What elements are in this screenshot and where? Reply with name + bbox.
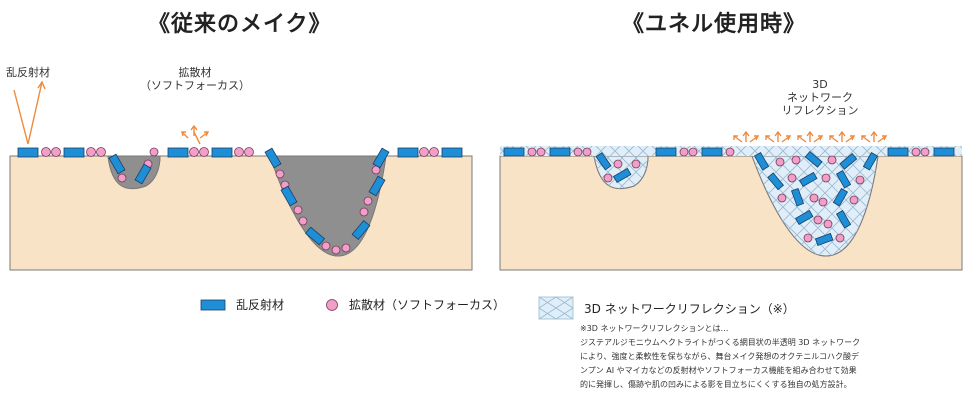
network-pattern-icon: [538, 296, 574, 320]
diffuser-label-line1: 拡散材: [140, 66, 250, 79]
scatter-particle-icon: [200, 299, 226, 311]
diffuser-particle: [200, 148, 209, 157]
diffuser-particle: [574, 148, 582, 156]
scatter-particle: [702, 148, 722, 156]
diffuser-particle: [850, 196, 858, 204]
diffuser-particle: [294, 206, 302, 214]
diffuser-particle: [776, 158, 784, 166]
title-right: 《ユネル使用時》: [622, 6, 806, 38]
diffuser-particle: [788, 174, 796, 182]
scatter-particle: [656, 148, 676, 156]
diffuser-particle: [912, 148, 920, 156]
legend-label-scatter: 乱反射材: [236, 296, 284, 313]
scatter-particle: [550, 148, 570, 156]
title-left: 《従来のメイク》: [148, 6, 332, 38]
diffuser-particle: [245, 148, 254, 157]
scatter-particle: [212, 148, 232, 157]
diffuser-particle: [778, 194, 786, 202]
diffuser-particle: [921, 148, 929, 156]
scatter-particle: [18, 148, 38, 157]
footnote-line: ジステアルジモニウムヘクトライトがつくる網目状の半透明 3D ネットワーク: [580, 336, 965, 350]
diffuser-label-line2: （ソフトフォーカス）: [140, 79, 250, 92]
scatter-particle: [64, 148, 84, 157]
diffuser-particle: [276, 170, 284, 178]
legend-item-scatter: 乱反射材: [200, 296, 284, 313]
diffuser-particle: [689, 148, 697, 156]
diffuser-particle: [604, 174, 612, 182]
scatter-particle: [398, 148, 418, 157]
skin-block: [10, 156, 472, 270]
legend-label-network: 3D ネットワークリフレクション（※）: [584, 300, 795, 317]
diffuser-particle: [537, 148, 545, 156]
diffuser-particle: [792, 156, 800, 164]
diffuser-particle: [322, 242, 330, 250]
diffuser-particle: [804, 234, 812, 242]
diffuser-particle: [430, 148, 439, 157]
diffuser-particle: [819, 198, 827, 206]
diffuser-particle: [836, 234, 844, 242]
diffuser-particle: [632, 160, 640, 168]
diffuser-particle: [680, 148, 688, 156]
diffuser-particle: [810, 194, 818, 202]
skin-block: [500, 156, 962, 270]
diffuser-particle: [814, 216, 822, 224]
diffuser-particle: [235, 148, 244, 157]
legend-label-diffuser: 拡散材（ソフトフォーカス）: [349, 296, 505, 313]
diffuser-label: 拡散材 （ソフトフォーカス）: [140, 66, 250, 92]
network-reflection-arrows: [734, 132, 886, 142]
footnote-line: 的に発揮し、傷跡や肌の凹みによる影を目立ちにくくする独自の処方設計。: [580, 378, 965, 392]
right-diagram: [496, 60, 966, 276]
footnote-line: ンプン AI やマイカなどの反射材やソフトフォーカス機能を組み合わせて効果: [580, 364, 965, 378]
diffuser-particle: [52, 148, 61, 157]
footnote: ※3D ネットワークリフレクションとは… ジステアルジモニウムヘクトライトがつく…: [580, 322, 965, 392]
diffuser-particle: [856, 176, 864, 184]
network-reflection-label: 3D ネットワーク リフレクション: [760, 78, 880, 117]
diffuser-particle: [87, 148, 96, 157]
network-label-line2: ネットワーク: [760, 91, 880, 104]
diffuser-particle: [118, 174, 126, 182]
diffuser-particle: [614, 160, 622, 168]
diffuser-particle: [583, 148, 591, 156]
diffuser-particle: [824, 220, 832, 228]
diffuser-particle: [726, 148, 734, 156]
reflection-arrow: [14, 82, 42, 144]
diffuser-particle: [150, 148, 158, 156]
diffusion-arrows: [182, 126, 208, 144]
diffuser-particle: [828, 156, 836, 164]
scatter-particle: [934, 148, 954, 156]
diffuser-particle-icon: [325, 298, 339, 312]
diffuser-particle: [364, 197, 372, 205]
legend-item-network: 3D ネットワークリフレクション（※）: [538, 296, 795, 320]
scatter-particle: [168, 148, 188, 157]
diffuser-particle: [420, 148, 429, 157]
diffuser-particle: [360, 208, 368, 216]
footnote-line: により、強度と柔軟性を保ちながら、舞台メイク発想のオクテニルコハク酸デ: [580, 350, 965, 364]
scatter-particle: [888, 148, 908, 156]
legend-item-diffuser: 拡散材（ソフトフォーカス）: [325, 296, 505, 313]
footnote-heading: ※3D ネットワークリフレクションとは…: [580, 322, 965, 336]
scatter-particle: [504, 148, 524, 156]
diffuser-particle: [42, 148, 51, 157]
scatter-reflect-label: 乱反射材: [6, 66, 50, 79]
diffuser-particle: [299, 217, 307, 225]
network-label-line3: リフレクション: [760, 104, 880, 117]
diffuser-particle: [822, 174, 830, 182]
diffuser-particle: [528, 148, 536, 156]
diffuser-particle: [342, 244, 350, 252]
diffuser-particle: [97, 148, 106, 157]
diffuser-particle: [190, 148, 199, 157]
left-diagram: [8, 60, 478, 276]
scatter-particle: [442, 148, 462, 157]
network-label-line1: 3D: [760, 78, 880, 91]
diffuser-particle: [332, 246, 340, 254]
